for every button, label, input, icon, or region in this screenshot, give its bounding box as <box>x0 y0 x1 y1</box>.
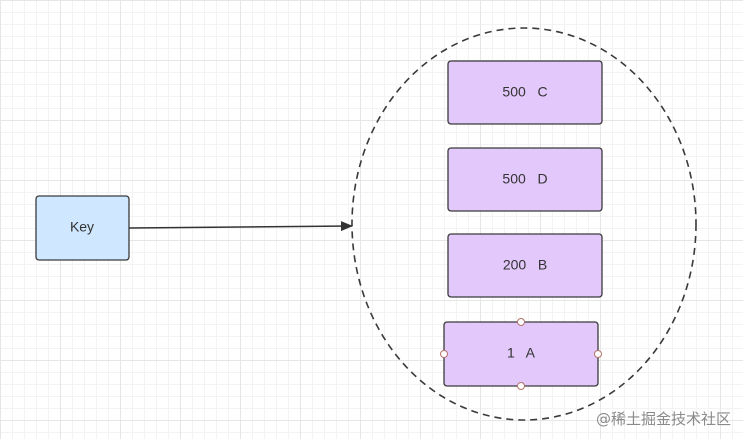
resize-handle-right[interactable] <box>594 350 602 358</box>
set-member-label: 200 B <box>503 257 547 273</box>
set-member-node[interactable]: 200 B <box>447 233 603 298</box>
set-member-label: 1 A <box>507 345 536 361</box>
set-member-node-selected[interactable]: 1 A <box>440 318 602 390</box>
resize-handle-bottom[interactable] <box>517 382 525 390</box>
set-member-label: 500 C <box>502 84 547 100</box>
set-member-node[interactable]: 500 D <box>447 147 603 212</box>
watermark: @稀土掘金技术社区 <box>595 410 731 428</box>
set-member-label: 500 D <box>502 171 547 187</box>
resize-handle-left[interactable] <box>440 350 448 358</box>
set-member-node[interactable]: 500 C <box>447 60 603 125</box>
key-node-label: Key <box>70 219 94 235</box>
key-to-set-arrow[interactable] <box>128 221 353 232</box>
key-node[interactable]: Key <box>35 195 130 261</box>
resize-handle-top[interactable] <box>517 318 525 326</box>
